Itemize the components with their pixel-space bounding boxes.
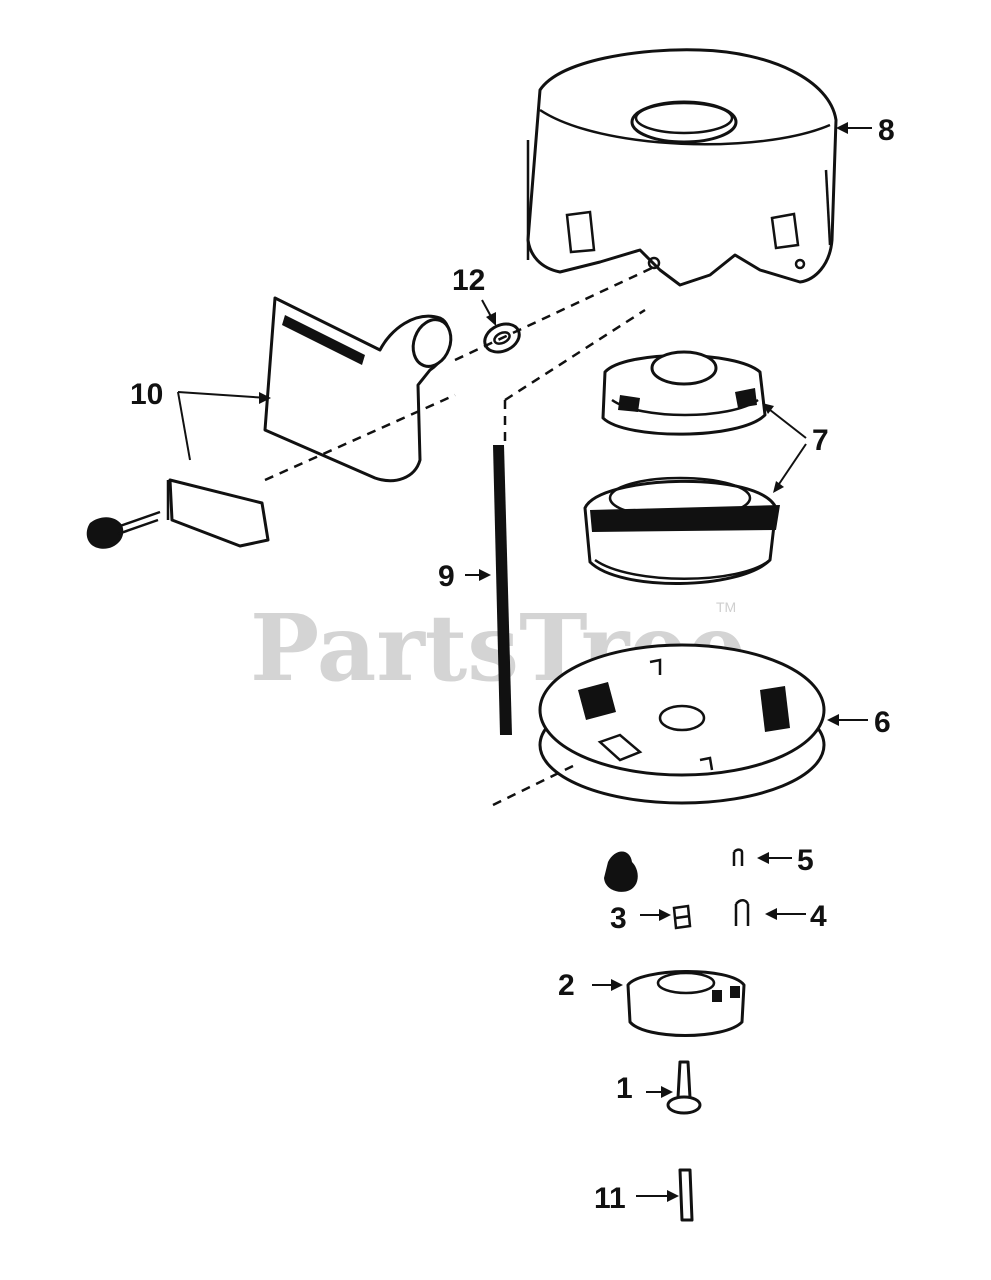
callout-11: 11 [594,1182,626,1215]
assembly-lines [264,266,653,807]
starter-rope[interactable] [493,445,512,735]
starter-housing[interactable] [526,48,838,287]
starter-handle[interactable] [86,296,457,549]
callout-6: 6 [874,706,891,739]
pulley[interactable] [538,643,826,805]
leader-lines [177,122,872,1202]
callout-10: 10 [130,378,163,411]
callout-2: 2 [558,969,575,1002]
watermark-trademark: TM [716,599,736,615]
recoil-spring-and-keeper[interactable] [583,350,780,585]
spring-clip[interactable] [604,851,638,892]
callout-3: 3 [610,902,627,935]
screw[interactable] [666,1060,702,1115]
callout-7: 7 [812,424,829,457]
pin[interactable] [678,1168,694,1222]
dog[interactable] [734,899,750,926]
callout-9: 9 [438,560,455,593]
callout-1: 1 [616,1072,633,1105]
callout-8: 8 [878,114,895,147]
washer[interactable] [672,904,692,930]
callout-labels: 8 12 10 7 9 6 5 3 4 2 1 11 [130,114,895,1215]
callout-12: 12 [452,264,485,297]
spring[interactable] [732,848,744,866]
callout-5: 5 [797,844,814,877]
retainer[interactable] [626,970,746,1037]
callout-4: 4 [810,900,827,933]
